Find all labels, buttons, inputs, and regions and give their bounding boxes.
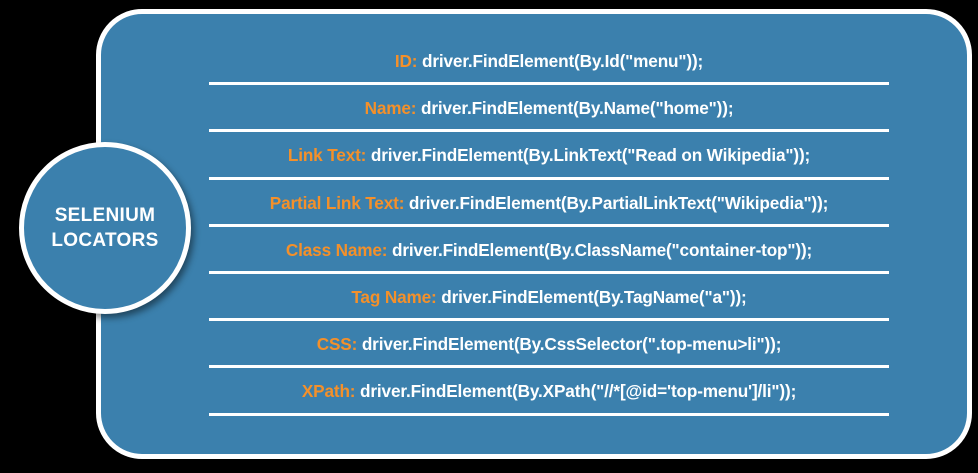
locator-label: Link Text: [287, 145, 367, 166]
badge-title-line-1: SELENIUM [54, 205, 156, 226]
row-separator [209, 82, 889, 86]
locator-label: XPath: [301, 381, 356, 402]
locator-row: XPath: driver.FindElement(By.XPath("//*[… [209, 368, 889, 416]
locator-label: Partial Link Text: [269, 192, 405, 213]
row-separator [209, 270, 889, 274]
locator-row: Tag Name: driver.FindElement(By.TagName(… [209, 274, 889, 322]
locator-code: driver.FindElement(By.Name("home")); [421, 98, 734, 119]
locator-code: driver.FindElement(By.LinkText("Read on … [370, 145, 811, 166]
locator-row-text: XPath: driver.FindElement(By.XPath("//*[… [302, 381, 796, 402]
locator-row: Link Text: driver.FindElement(By.LinkTex… [209, 132, 889, 180]
locator-code: driver.FindElement(By.ClassName("contain… [392, 239, 813, 260]
badge-title-line-2: LOCATORS [51, 230, 159, 251]
locators-list: ID: driver.FindElement(By.Id("menu")); Na… [209, 38, 889, 448]
locator-row-text: ID: driver.FindElement(By.Id("menu")); [395, 51, 703, 72]
locator-code: driver.FindElement(By.CssSelector(".top-… [361, 334, 782, 355]
locator-row: ID: driver.FindElement(By.Id("menu")); [209, 38, 889, 86]
locator-code: driver.FindElement(By.Id("menu")); [421, 51, 704, 72]
locator-row-text: Partial Link Text: driver.FindElement(By… [269, 192, 829, 214]
locator-label: CSS: [316, 334, 358, 355]
locator-label: Tag Name: [351, 287, 437, 308]
selenium-locators-badge: SELENIUM LOCATORS [19, 142, 191, 314]
locator-code: driver.FindElement(By.XPath("//*[@id='to… [360, 381, 797, 402]
locator-row: CSS: driver.FindElement(By.CssSelector("… [209, 321, 889, 369]
locator-row-text: Class Name: driver.FindElement(By.ClassN… [286, 240, 812, 261]
locator-code: driver.FindElement(By.TagName("a")); [441, 287, 747, 308]
row-separator [209, 365, 889, 369]
locator-row-text: Name: driver.FindElement(By.Name("home")… [365, 98, 734, 119]
locator-label: Class Name: [285, 239, 388, 260]
locator-row: Class Name: driver.FindElement(By.ClassN… [209, 227, 889, 274]
locator-row-text: Link Text: driver.FindElement(By.LinkTex… [288, 145, 810, 166]
row-separator [209, 129, 889, 133]
locator-label: ID: [394, 51, 418, 72]
locator-code: driver.FindElement(By.PartialLinkText("W… [408, 192, 829, 213]
locator-row: Partial Link Text: driver.FindElement(By… [209, 180, 889, 227]
locators-panel: ID: driver.FindElement(By.Id("menu")); Na… [96, 9, 972, 459]
locator-row-text: CSS: driver.FindElement(By.CssSelector("… [317, 334, 782, 355]
row-separator [209, 412, 889, 416]
locator-row: Name: driver.FindElement(By.Name("home")… [209, 85, 889, 133]
locator-row-text: Tag Name: driver.FindElement(By.TagName(… [351, 287, 746, 308]
locator-label: Name: [364, 98, 417, 119]
row-separator [209, 318, 889, 322]
row-separator [209, 176, 889, 180]
row-separator [209, 223, 889, 227]
